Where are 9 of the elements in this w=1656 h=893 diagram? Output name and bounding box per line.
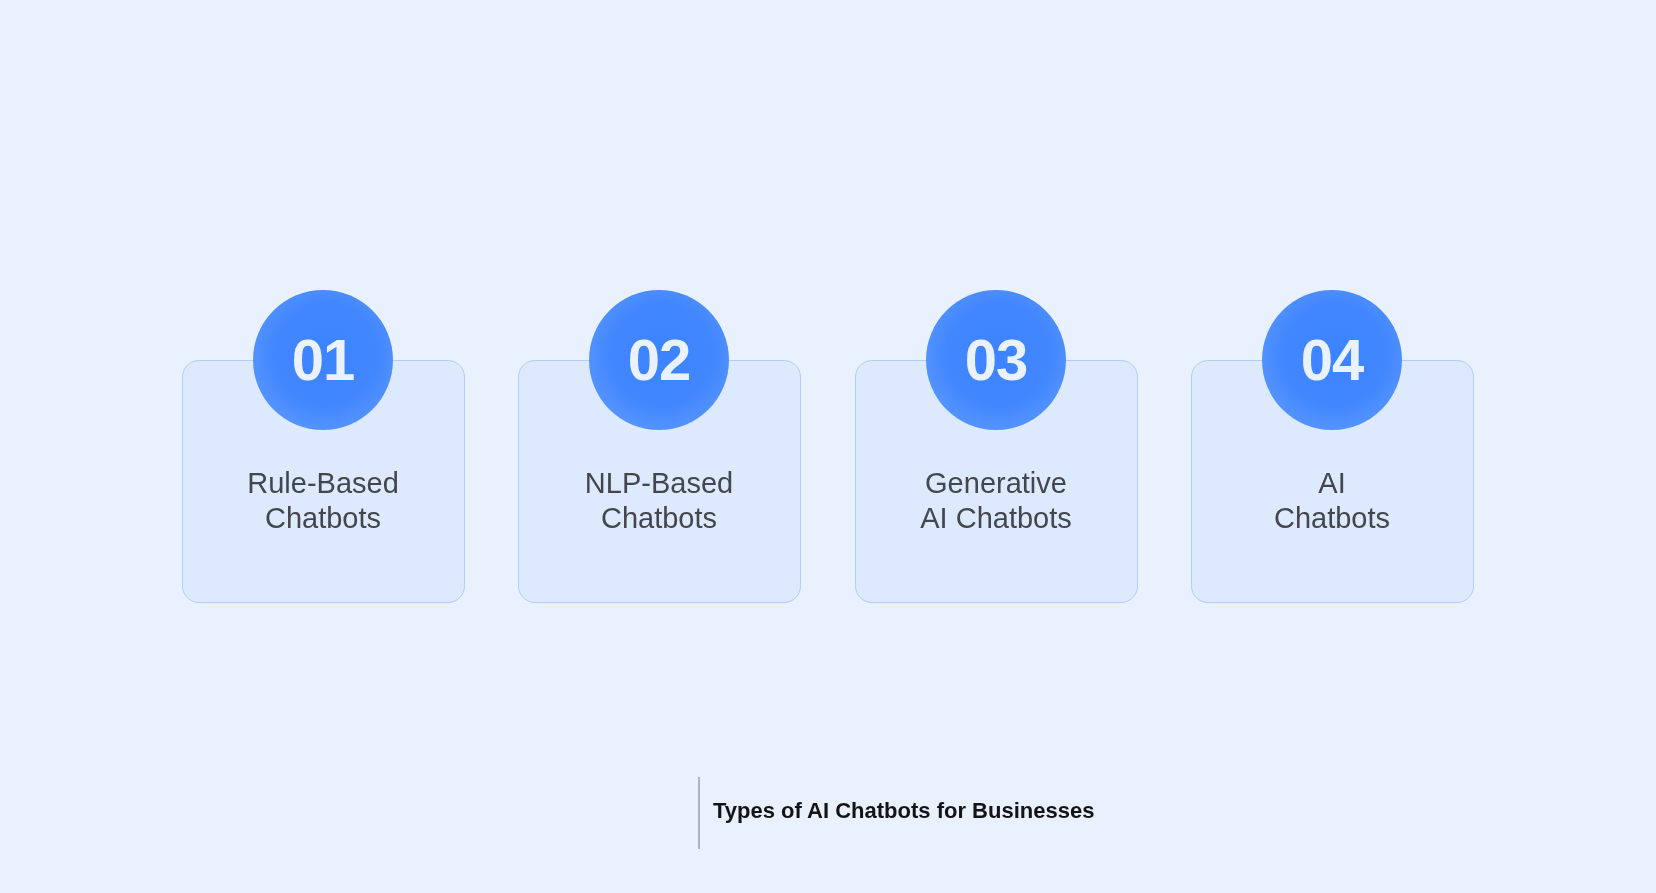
card-title: Generative AI Chatbots <box>920 465 1072 536</box>
step-number: 01 <box>291 330 355 389</box>
step-number: 03 <box>964 330 1028 389</box>
step-number: 02 <box>627 330 691 389</box>
card-title: AI Chatbots <box>1272 465 1392 536</box>
step-number: 04 <box>1300 330 1364 389</box>
caption: Types of AI Chatbots for Businesses <box>713 797 1095 825</box>
card-title: Rule-Based Chatbots <box>246 465 400 536</box>
card-title: NLP-Based Chatbots <box>583 465 735 536</box>
